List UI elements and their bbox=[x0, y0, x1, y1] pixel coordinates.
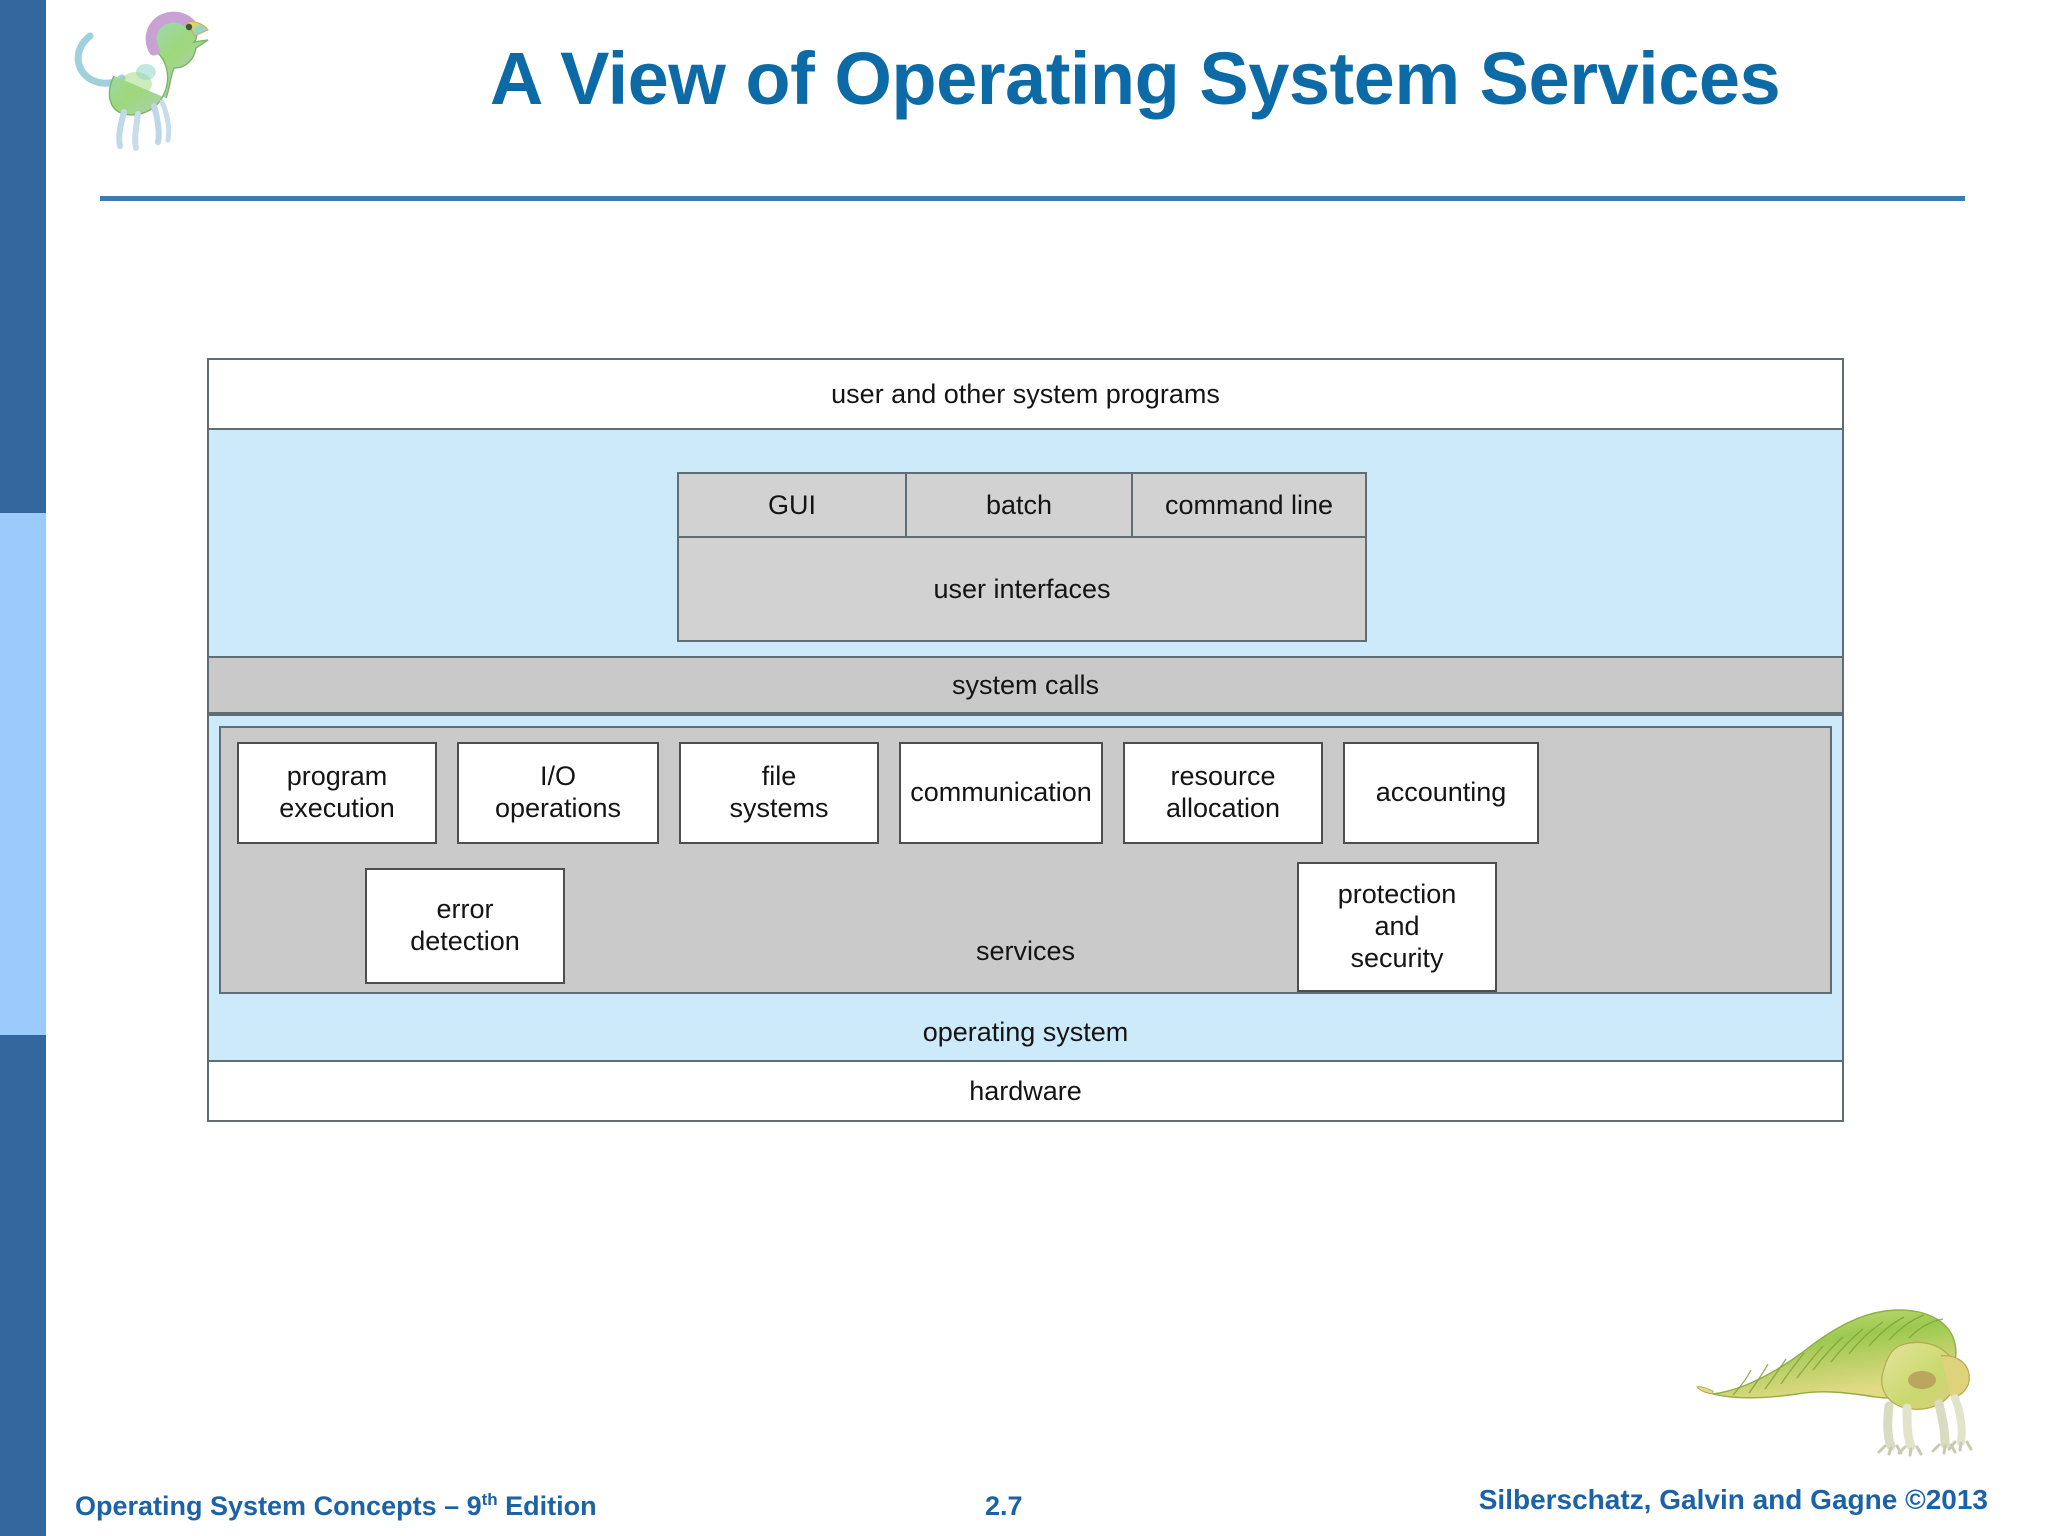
dinosaur-logo-icon bbox=[62, 6, 262, 156]
user-interface-modes-row: GUI batch command line bbox=[679, 474, 1365, 538]
band-hardware: hardware bbox=[209, 1060, 1842, 1120]
service-accounting: accounting bbox=[1343, 742, 1539, 844]
footer-edition-suffix: Edition bbox=[497, 1491, 597, 1521]
service-line-1: I/O bbox=[539, 761, 576, 792]
strip-segment-middle bbox=[0, 513, 46, 1035]
band-system-calls: system calls bbox=[209, 656, 1842, 714]
footer-edition-prefix: Operating System Concepts – 9 bbox=[75, 1491, 482, 1521]
service-file-systems: file systems bbox=[679, 742, 879, 844]
service-line-2: allocation bbox=[1165, 793, 1281, 823]
service-resource-allocation: resource allocation bbox=[1123, 742, 1323, 844]
service-line-2: execution bbox=[279, 793, 395, 823]
services-box: program execution I/O operations file sy… bbox=[219, 726, 1832, 994]
service-line-1: error bbox=[436, 894, 494, 925]
user-interfaces-block: GUI batch command line user interfaces bbox=[677, 472, 1367, 642]
service-communication: communication bbox=[899, 742, 1103, 844]
service-line-1: file bbox=[761, 761, 797, 792]
service-io-operations: I/O operations bbox=[457, 742, 659, 844]
strip-segment-top bbox=[0, 0, 46, 513]
service-program-execution: program execution bbox=[237, 742, 437, 844]
ui-mode-gui: GUI bbox=[679, 474, 907, 536]
service-line-1: communication bbox=[910, 777, 1092, 808]
service-line-1: protection bbox=[1337, 879, 1457, 910]
band-user-programs: user and other system programs bbox=[209, 360, 1842, 428]
service-line-1: resource bbox=[1170, 761, 1276, 792]
title-underline-rule bbox=[100, 196, 1965, 201]
service-line-2: operations bbox=[494, 793, 622, 823]
service-line-1: program bbox=[286, 761, 388, 792]
os-services-diagram: user and other system programs GUI batch… bbox=[207, 358, 1844, 1122]
service-line-3: security bbox=[1350, 942, 1444, 973]
slide-header: A View of Operating System Services bbox=[0, 0, 2048, 210]
service-line-1: accounting bbox=[1375, 777, 1507, 808]
dimetrodon-logo-icon bbox=[1693, 1294, 1993, 1464]
footer-edition-ordinal: th bbox=[481, 1490, 498, 1509]
footer-book-edition: Operating System Concepts – 9th Edition bbox=[75, 1490, 597, 1522]
service-protection-and-security: protection and security bbox=[1297, 862, 1497, 992]
footer-copyright: Silberschatz, Galvin and Gagne ©2013 bbox=[1478, 1484, 1988, 1515]
service-line-2: detection bbox=[410, 926, 520, 956]
service-error-detection: error detection bbox=[365, 868, 565, 984]
side-decoration-strip bbox=[0, 0, 46, 1536]
services-outer-blue-region: program execution I/O operations file sy… bbox=[209, 714, 1842, 1004]
service-line-2: and bbox=[1374, 911, 1420, 942]
user-interfaces-label: user interfaces bbox=[933, 573, 1111, 604]
page-title: A View of Operating System Services bbox=[489, 37, 1781, 120]
footer-slide-number: 2.7 bbox=[985, 1491, 1023, 1521]
band-user-interfaces-area: GUI batch command line user interfaces bbox=[209, 428, 1842, 656]
band-operating-system: operating system bbox=[209, 1004, 1842, 1060]
services-row-secondary: error detection services protection and … bbox=[237, 862, 1814, 1006]
services-row-primary: program execution I/O operations file sy… bbox=[237, 742, 1814, 844]
service-line-2: systems bbox=[729, 793, 829, 823]
strip-segment-bottom bbox=[0, 1035, 46, 1536]
slide-footer: Operating System Concepts – 9th Edition … bbox=[0, 1456, 2048, 1536]
services-caption: services bbox=[975, 936, 1076, 966]
ui-mode-command-line: command line bbox=[1164, 489, 1334, 520]
ui-mode-batch: batch bbox=[907, 474, 1133, 536]
